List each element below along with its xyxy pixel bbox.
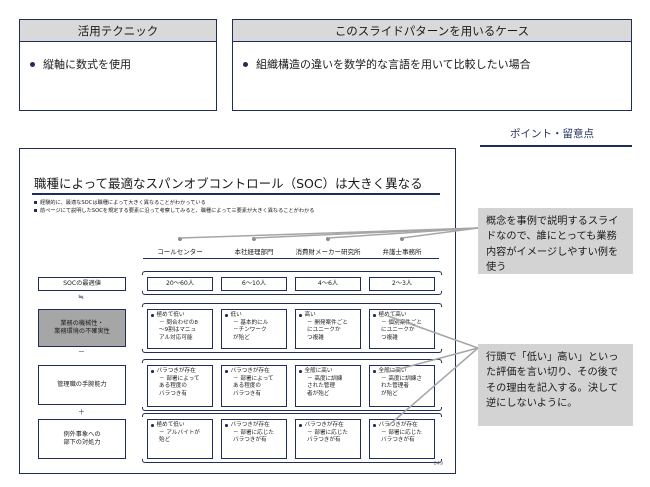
matrix-cell: 全般に高い － 高度に訓練さ れた管理者 が殆ど xyxy=(369,365,435,407)
connector-symbol: ＋ xyxy=(78,408,85,416)
page-number: 049 xyxy=(433,461,443,467)
soc-cell: 20～60人 xyxy=(147,277,213,291)
anchor-dot xyxy=(326,237,330,241)
group-brace xyxy=(142,359,442,363)
matrix-cell: 全般に高い － 高度に訓練 された管理 者が殆ど xyxy=(295,365,361,407)
matrix-cell: 極めて低い － アルバイトが 殆ど xyxy=(147,419,213,459)
anchor-dot xyxy=(178,237,182,241)
group-brace xyxy=(142,407,442,411)
connector-symbol: － xyxy=(78,348,85,356)
case-box: このスライドパターンを用いるケース 組織構造の違いを数学的な言語を用いて比較した… xyxy=(232,19,632,111)
matrix-cell: バラつきが存在 － 部署によって ある程度の バラつき有 xyxy=(221,365,287,407)
group-brace xyxy=(142,413,442,417)
slide-note: 前ページにて説明したSOCを規定する要素に沿って考察してみると、職種によって三要… xyxy=(34,207,314,214)
matrix-cell: バラつきが存在 － 部署に応じた バラつきが有 xyxy=(221,419,287,459)
technique-box: 活用テクニック 縦軸に数式を使用 xyxy=(19,19,217,111)
group-brace xyxy=(142,459,442,463)
slide-preview: 職種によって最適なスパンオブコントロール（SOC）は大きく異なる 経験的に、最適… xyxy=(19,148,456,474)
column-header: 消費財メーカー研究所 xyxy=(295,248,361,256)
case-header: このスライドパターンを用いるケース xyxy=(233,20,631,42)
callout-evaluation-advice: 行頭で「低い」高い」といった評価を言い切り、その後でその理由を記入する。決して逆… xyxy=(478,344,633,426)
matrix-cell: 極めて高い － 個別案件ごと にユニークか つ複雑 xyxy=(369,309,435,349)
row-label-manager: 管理職の手腕能力 xyxy=(38,365,126,405)
technique-item: 縦軸に数式を使用 xyxy=(43,58,131,71)
group-brace xyxy=(142,291,442,295)
matrix-cell: 低い － 基本的にル －チンワーク が殆ど xyxy=(221,309,287,349)
technique-header: 活用テクニック xyxy=(20,20,216,42)
soc-cell: 2～3人 xyxy=(369,277,435,291)
group-brace xyxy=(142,349,442,353)
row-label-uncertainty: 業務の機械性・ 業務環境の不確実性 xyxy=(38,309,126,347)
column-header: 弁護士事務所 xyxy=(382,248,422,256)
slide-note: 経験的に、最適なSOCは職種によって大きく異なることがわかっている xyxy=(34,199,206,206)
anchor-dot xyxy=(252,237,256,241)
row-label-soc: SOCの最適値 xyxy=(38,277,126,291)
matrix-cell: バラつきが存在 － 部署によって ある程度の バラつき有 xyxy=(147,365,213,407)
matrix-cell: 高い － 開発案件ごと にユニークか つ複雑 xyxy=(295,309,361,349)
square-bullet-icon xyxy=(34,209,37,212)
column-header: コールセンター xyxy=(157,248,203,256)
group-brace xyxy=(142,271,442,275)
group-brace xyxy=(142,303,442,307)
soc-cell: 6～10人 xyxy=(221,277,287,291)
column-header: 本社経理部門 xyxy=(234,248,274,256)
bullet-icon xyxy=(243,61,248,67)
matrix-cell: バラつきが存在 － 部署に応じた バラつきが有 xyxy=(295,419,361,459)
soc-cell: 4～6人 xyxy=(295,277,361,291)
points-label: ポイント・留意点 xyxy=(510,128,594,140)
points-divider xyxy=(480,145,632,147)
slide-title-rule xyxy=(32,193,440,195)
case-item: 組織構造の違いを数学的な言語を用いて比較したい場合 xyxy=(256,58,531,71)
row-label-exception: 例外事象への 部下の対処力 xyxy=(38,419,126,459)
connector-symbol: ≒ xyxy=(78,293,84,301)
bullet-icon xyxy=(30,61,35,67)
anchor-dot xyxy=(400,237,404,241)
matrix-cell: 極めて低い － 問合わせの8 ～9割はマニュ アル対応可能 xyxy=(147,309,213,349)
callout-example-advice: 概念を事例で説明するスライドなので、誰にとっても業務内容がイメージしやすい例を使… xyxy=(478,208,633,274)
slide-title: 職種によって最適なスパンオブコントロール（SOC）は大きく異なる xyxy=(34,176,423,191)
square-bullet-icon xyxy=(34,201,37,204)
matrix-cell: バラつきが存在 － 部署に応じた バラつきが有 xyxy=(369,419,435,459)
